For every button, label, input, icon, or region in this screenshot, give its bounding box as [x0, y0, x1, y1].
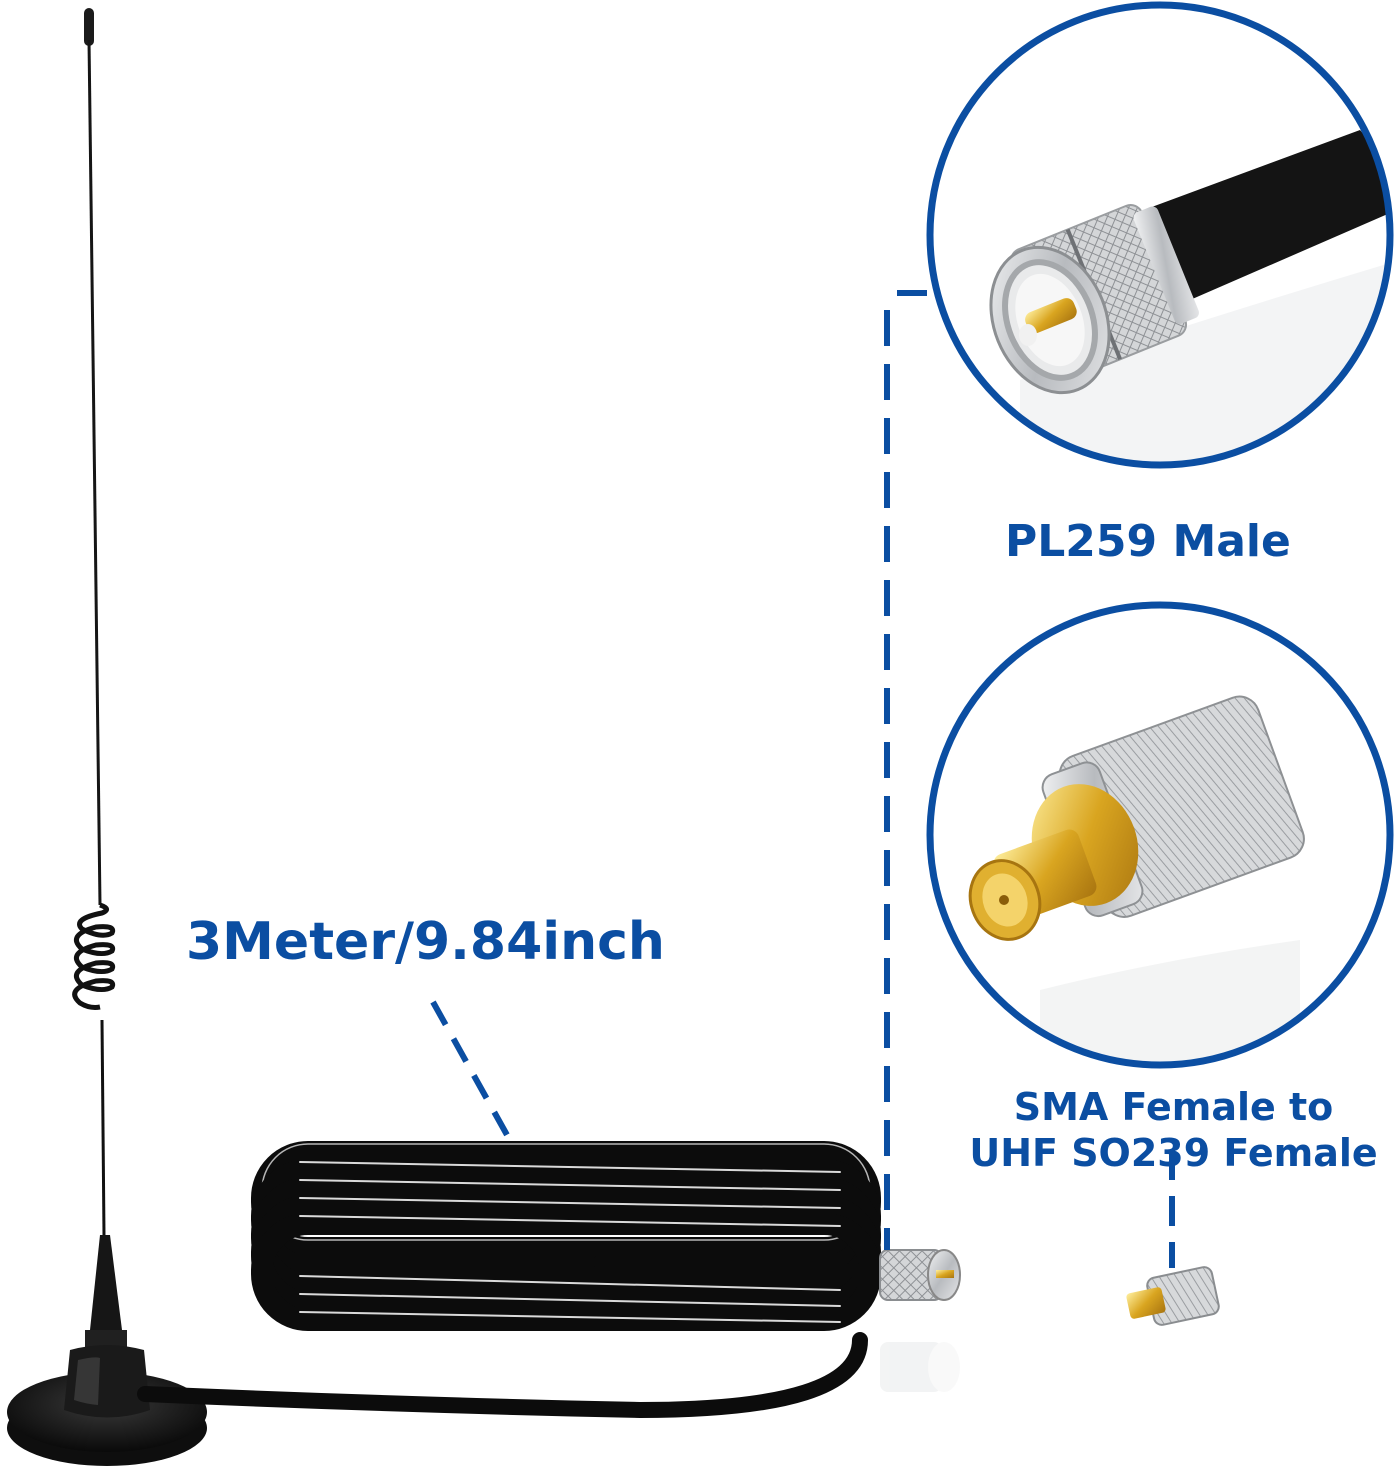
sma-adapter-label: SMA Female to UHF SO239 Female	[950, 1084, 1397, 1176]
magnetic-base	[7, 1345, 207, 1466]
cable-length-label: 3Meter/9.84inch	[186, 912, 665, 972]
callout-lines	[430, 290, 1175, 1268]
adapter-small	[1126, 1266, 1220, 1326]
pl259-plug-small	[879, 1249, 961, 1392]
pl259-closeup	[926, 1, 1394, 469]
sma-adapter-closeup	[926, 601, 1394, 1069]
coiled-coax-cable	[137, 1141, 897, 1419]
antenna-shaft-base	[85, 1235, 127, 1350]
sma-adapter-label-line2: UHF SO239 Female	[969, 1131, 1378, 1175]
antenna-whip	[84, 8, 102, 906]
spring-coil-icon	[72, 902, 116, 1236]
pl259-male-label: PL259 Male	[1005, 516, 1291, 567]
sma-adapter-label-line1: SMA Female to	[1013, 1085, 1334, 1129]
